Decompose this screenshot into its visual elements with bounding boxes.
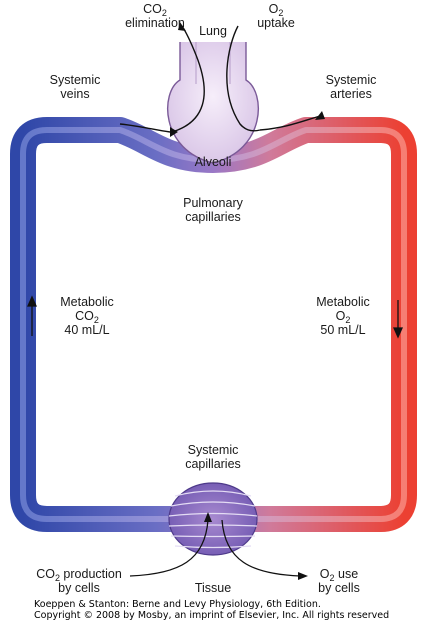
tissue-arrows [129,519,301,577]
systemic-arteries-label: Systemic arteries [325,73,377,101]
systemic-capillaries-label: Systemic capillaries [185,443,241,471]
venous-inflow-arrow [119,123,171,133]
co2-production-arrow [129,519,209,577]
metabolic-o2-label: Metabolic O2 50 mL/L [316,295,370,337]
o2-use-arrow [221,519,301,577]
tissue-label: Tissue [194,581,232,595]
co2-elimination-label: CO2 elimination [125,2,185,30]
credit-line-2: Copyright © 2008 by Mosby, an imprint of… [34,610,390,621]
o2-use-label: O2 use by cells [318,567,360,595]
co2-elimination-arrow [171,25,205,133]
co2-production-label: CO2 production by cells [36,567,122,595]
systemic-capillary-bed [168,482,258,556]
metabolic-co2-label: Metabolic CO2 40 mL/L [60,295,114,337]
arrowheads [170,22,325,137]
systemic-veins-label: Systemic veins [49,73,101,101]
lung-alveolus [167,42,259,164]
flow-arrows [26,295,404,339]
credit-line-1: Koeppen & Stanton: Berne and Levy Physio… [34,599,321,610]
o2-uptake-label: O2 uptake [257,2,295,30]
o2-uptake-arrow [226,25,261,132]
lung-label: Lung [199,24,227,38]
arterial-outflow-arrow [259,115,321,131]
pulmonary-capillaries-label: Pulmonary capillaries [183,196,243,224]
alveoli-label: Alveoli [194,155,232,169]
gas-exchange-arrows [119,25,321,133]
